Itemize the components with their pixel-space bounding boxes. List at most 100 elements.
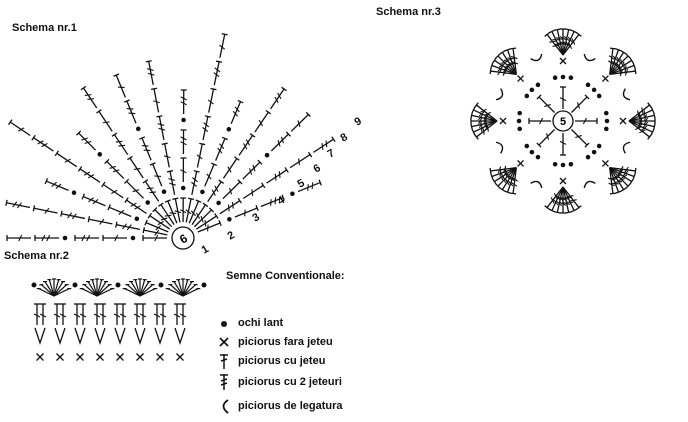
stitch-cap xyxy=(565,211,572,214)
fan-stitch-mark xyxy=(48,279,55,297)
stitch-stem xyxy=(562,34,580,56)
stitch-cap xyxy=(193,170,200,173)
stitch-bar xyxy=(555,37,563,40)
stitch-cap xyxy=(474,134,479,140)
stitch-stem xyxy=(204,164,215,187)
chain-dot xyxy=(290,191,295,197)
stitch-cap xyxy=(492,178,497,185)
stitch-bar xyxy=(92,199,99,205)
stitch-stem xyxy=(289,154,311,169)
fan-stitch-mark xyxy=(40,284,55,297)
fan-stitch-mark xyxy=(124,288,141,297)
stitch-bar xyxy=(507,180,514,187)
stitch-bar xyxy=(576,102,581,109)
stitch-cap xyxy=(632,62,636,69)
stitch-bar xyxy=(497,69,502,76)
stitch-cap xyxy=(237,197,243,204)
stitch-bar xyxy=(505,178,510,186)
stitch-bar xyxy=(195,212,201,220)
fan-stitch-mark xyxy=(139,281,150,297)
legend-title: Semne Conventionale: xyxy=(226,270,345,282)
stitch-cap xyxy=(471,129,476,136)
stitch-stem xyxy=(512,48,517,75)
stitch-stem xyxy=(297,181,321,193)
stitch-bar xyxy=(33,313,41,318)
stitch-cap xyxy=(625,53,631,59)
stitch-bar xyxy=(643,117,648,125)
schema-1-row-number: 1 xyxy=(200,243,211,256)
stitch-cap xyxy=(237,179,243,185)
stitch-bar xyxy=(16,202,22,209)
chain-dot xyxy=(216,200,221,206)
schema-1-title: Schema nr.1 xyxy=(12,22,77,34)
stitch-cap xyxy=(281,86,287,92)
stitch-bar xyxy=(559,36,567,41)
stitch-bar xyxy=(164,214,172,217)
chain-stitch-dot-icon xyxy=(221,321,227,327)
stitch-cap xyxy=(115,221,118,228)
stitch-stem xyxy=(148,61,154,85)
stitch-bar xyxy=(231,201,234,209)
stitch-stem xyxy=(191,204,206,226)
chain-dot xyxy=(72,282,78,288)
stitch-bar xyxy=(559,140,567,145)
single-crochet-mark xyxy=(559,177,567,185)
stitch-cap xyxy=(576,32,582,37)
stitch-bar xyxy=(173,313,181,318)
chain-dot xyxy=(585,154,591,160)
stitch-stem xyxy=(33,137,54,152)
stitch-stem xyxy=(230,101,242,124)
stitch-bar xyxy=(149,191,157,194)
chain-dot xyxy=(603,126,609,132)
v-stitch-mark xyxy=(74,327,86,346)
stitch-bar xyxy=(191,181,197,187)
stitch-cap xyxy=(147,212,152,219)
schema-2-title: Schema nr.2 xyxy=(4,250,69,262)
chain-dot xyxy=(31,282,37,288)
stitch-cap xyxy=(647,102,652,108)
stitch-cap xyxy=(54,150,59,157)
stitch-cap xyxy=(492,57,497,64)
stitch-cap xyxy=(44,178,49,185)
single-crochet-mark xyxy=(156,353,164,361)
stitch-bar xyxy=(73,313,81,318)
stitch-bar xyxy=(71,213,77,220)
stitch-bar xyxy=(217,147,223,154)
stitch-cap xyxy=(285,131,292,137)
stitch-cap xyxy=(548,208,555,213)
stitch-bar xyxy=(503,165,507,173)
stitch-stem xyxy=(78,132,96,151)
stitch-stem xyxy=(160,204,175,226)
stitch-bar xyxy=(84,140,92,145)
stitch-cap xyxy=(647,134,652,140)
stitch-cap xyxy=(87,216,91,223)
stitch-cap xyxy=(214,213,219,219)
stitch-cap xyxy=(80,85,87,91)
fan-stitch-mark xyxy=(139,279,146,297)
stitch-bar xyxy=(229,187,233,195)
stitch-cap xyxy=(76,130,82,136)
stitch-stem xyxy=(222,181,241,200)
stitch-bar xyxy=(624,65,627,73)
stitch-stem xyxy=(116,224,140,231)
stitch-cap xyxy=(111,132,118,137)
schema-1-row-number: 8 xyxy=(339,131,350,144)
stitch-cap xyxy=(150,87,158,91)
stitch-stem xyxy=(254,111,269,133)
stitch-bar xyxy=(277,140,281,147)
legend-item-chain: ochi lant xyxy=(216,314,283,332)
stitch-bar xyxy=(278,171,281,178)
stitch-bar xyxy=(159,313,167,318)
slip-stitch-mark xyxy=(530,180,543,189)
stitch-cap xyxy=(31,134,36,141)
schema-1-row-number: 3 xyxy=(251,211,262,224)
stitch-stem xyxy=(188,200,200,224)
single-crochet-mark xyxy=(136,353,144,361)
stitch-bar xyxy=(477,114,484,121)
slip-stitch-mark xyxy=(583,53,596,62)
stitch-bar xyxy=(180,96,187,101)
stitch-bar xyxy=(39,313,47,318)
